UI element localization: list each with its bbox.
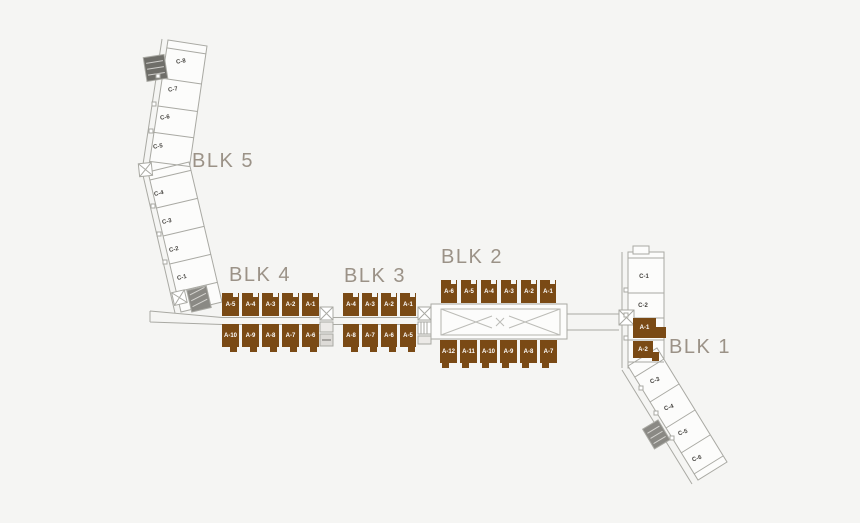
unit-blk4-a10[interactable]: A-10 — [222, 324, 239, 352]
unit-blk2-a1[interactable]: A-1 — [540, 280, 556, 303]
unit-blk4-a4[interactable]: A-4 — [242, 293, 259, 316]
unit-blk2-a9[interactable]: A-9 — [500, 340, 517, 368]
unit-blk4-a7[interactable]: A-7 — [282, 324, 299, 352]
unit-blk1-a2[interactable]: A-2 — [633, 341, 659, 361]
blk5-title: BLK 5 — [192, 150, 254, 172]
unit-blk4-a1[interactable]: A-1 — [302, 293, 319, 316]
unit-blk4-a8[interactable]: A-8 — [262, 324, 279, 352]
lift-icon — [142, 53, 169, 82]
unit-blk2-a11[interactable]: A-11 — [460, 340, 477, 368]
unit-blk3-a1[interactable]: A-1 — [400, 293, 416, 316]
unit-blk2-a12[interactable]: A-12 — [440, 340, 457, 368]
unit-blk1-a1[interactable]: A-1 — [633, 318, 666, 338]
unit-blk2-a7[interactable]: A-7 — [540, 340, 557, 368]
stairwell-icon — [417, 306, 432, 345]
unit-label-blk1-c2: C-2 — [638, 303, 648, 309]
hall-cross-markings — [440, 308, 561, 336]
blk1-title: BLK 1 — [669, 336, 731, 358]
unit-blk4-a9[interactable]: A-9 — [242, 324, 259, 352]
blk5-unit-divisions — [149, 47, 218, 293]
unit-blk3-a7[interactable]: A-7 — [362, 324, 378, 352]
unit-blk3-a3[interactable]: A-3 — [362, 293, 378, 316]
blk1-strip — [621, 245, 728, 485]
unit-blk3-a6[interactable]: A-6 — [381, 324, 397, 352]
unit-blk2-a5[interactable]: A-5 — [461, 280, 477, 303]
unit-blk4-a2[interactable]: A-2 — [282, 293, 299, 316]
blk2-title: BLK 2 — [441, 246, 503, 268]
door-ticks — [148, 73, 675, 441]
stairwell-icon — [171, 289, 188, 307]
unit-blk4-a5[interactable]: A-5 — [222, 293, 239, 316]
unit-blk2-a3[interactable]: A-3 — [501, 280, 517, 303]
unit-blk3-a4[interactable]: A-4 — [343, 293, 359, 316]
unit-blk2-a8[interactable]: A-8 — [520, 340, 537, 368]
unit-blk2-a6[interactable]: A-6 — [441, 280, 457, 303]
blk4-title: BLK 4 — [229, 264, 291, 286]
lift-icon — [186, 285, 212, 313]
blk5-strip — [141, 38, 223, 314]
unit-blk4-a3[interactable]: A-3 — [262, 293, 279, 316]
stairwell-icon — [137, 161, 154, 178]
unit-blk2-a10[interactable]: A-10 — [480, 340, 497, 368]
unit-blk2-a2[interactable]: A-2 — [521, 280, 537, 303]
stairwell-icon — [319, 306, 334, 347]
unit-blk4-a6[interactable]: A-6 — [302, 324, 319, 352]
unit-blk2-a4[interactable]: A-4 — [481, 280, 497, 303]
lift-icon — [641, 419, 671, 450]
unit-blk3-a5[interactable]: A-5 — [400, 324, 416, 352]
blk2-hall — [430, 303, 568, 340]
unit-label-blk1-c1: C-1 — [639, 274, 649, 280]
unit-blk3-a8[interactable]: A-8 — [343, 324, 359, 352]
blk3-title: BLK 3 — [344, 265, 406, 287]
unit-blk3-a2[interactable]: A-2 — [381, 293, 397, 316]
